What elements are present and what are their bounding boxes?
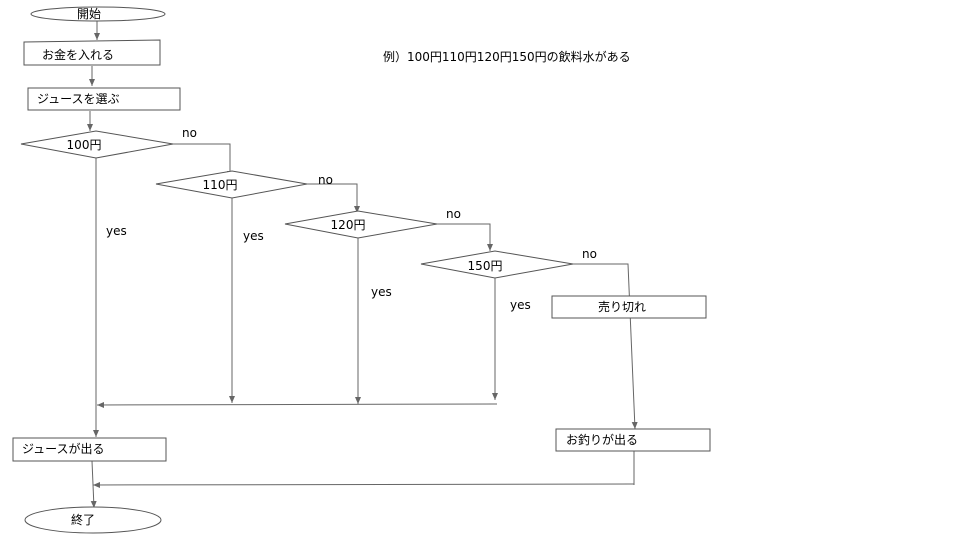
- label-yes-d100: yes: [106, 224, 127, 238]
- change-out-box: [555, 428, 711, 452]
- decision-100: 100円: [20, 130, 174, 159]
- decision-100-diamond: [20, 130, 174, 159]
- change-out-label: お釣りが出る: [566, 432, 638, 447]
- decision-150-diamond: [420, 250, 574, 279]
- sold-out-node: 売り切れ: [551, 295, 707, 319]
- edge-merge-to-juice: [96, 401, 498, 408]
- change-out-node: お釣りが出る: [555, 428, 711, 452]
- decision-150-label: 150円: [468, 259, 503, 273]
- edge-d100-no: [173, 143, 233, 178]
- sold-out-box: [551, 295, 707, 319]
- decision-100-label: 100円: [67, 138, 102, 152]
- example-note: 例）100円110円120円150円の飲料水がある: [383, 49, 631, 64]
- end-label: 終了: [71, 512, 95, 527]
- juice-out-label: ジュースが出る: [22, 441, 105, 456]
- end-node: 終了: [24, 506, 162, 534]
- edge-d110-no: [307, 183, 360, 213]
- start-ellipse: [30, 6, 166, 22]
- decision-110-label: 110円: [203, 178, 238, 192]
- choose-juice-box: [27, 87, 181, 111]
- start-node: 開始: [30, 6, 166, 22]
- edge-d150-no: [573, 263, 638, 430]
- label-yes-d150: yes: [510, 298, 531, 312]
- insert-money-node: お金を入れる: [23, 39, 161, 66]
- label-no-d150: no: [582, 247, 597, 261]
- juice-out-node: ジュースが出る: [12, 437, 167, 462]
- decision-120-diamond: [284, 210, 438, 239]
- label-yes-d120: yes: [371, 285, 392, 299]
- end-ellipse: [24, 506, 162, 534]
- decision-120: 120円: [284, 210, 438, 239]
- edge-labels: no no no no yes yes yes yes: [106, 126, 597, 312]
- sold-out-label: 売り切れ: [598, 299, 646, 314]
- juice-out-box: [12, 437, 167, 462]
- label-yes-d110: yes: [243, 229, 264, 243]
- connectors: [87, 21, 638, 509]
- edge-change-merge-line: [92, 481, 635, 488]
- start-label: 開始: [77, 7, 101, 21]
- insert-money-label: お金を入れる: [42, 47, 114, 62]
- choose-juice-label: ジュースを選ぶ: [37, 92, 120, 106]
- decision-110: 110円: [155, 170, 308, 199]
- insert-money-box: [23, 39, 161, 66]
- decision-110-diamond: [155, 170, 308, 199]
- label-no-d110: no: [318, 173, 333, 187]
- decision-120-label: 120円: [331, 218, 366, 232]
- label-no-d100: no: [182, 126, 197, 140]
- edge-d120-no: [437, 223, 493, 251]
- label-no-d120: no: [446, 207, 461, 221]
- choose-juice-node: ジュースを選ぶ: [27, 87, 181, 111]
- decision-150: 150円: [420, 250, 574, 279]
